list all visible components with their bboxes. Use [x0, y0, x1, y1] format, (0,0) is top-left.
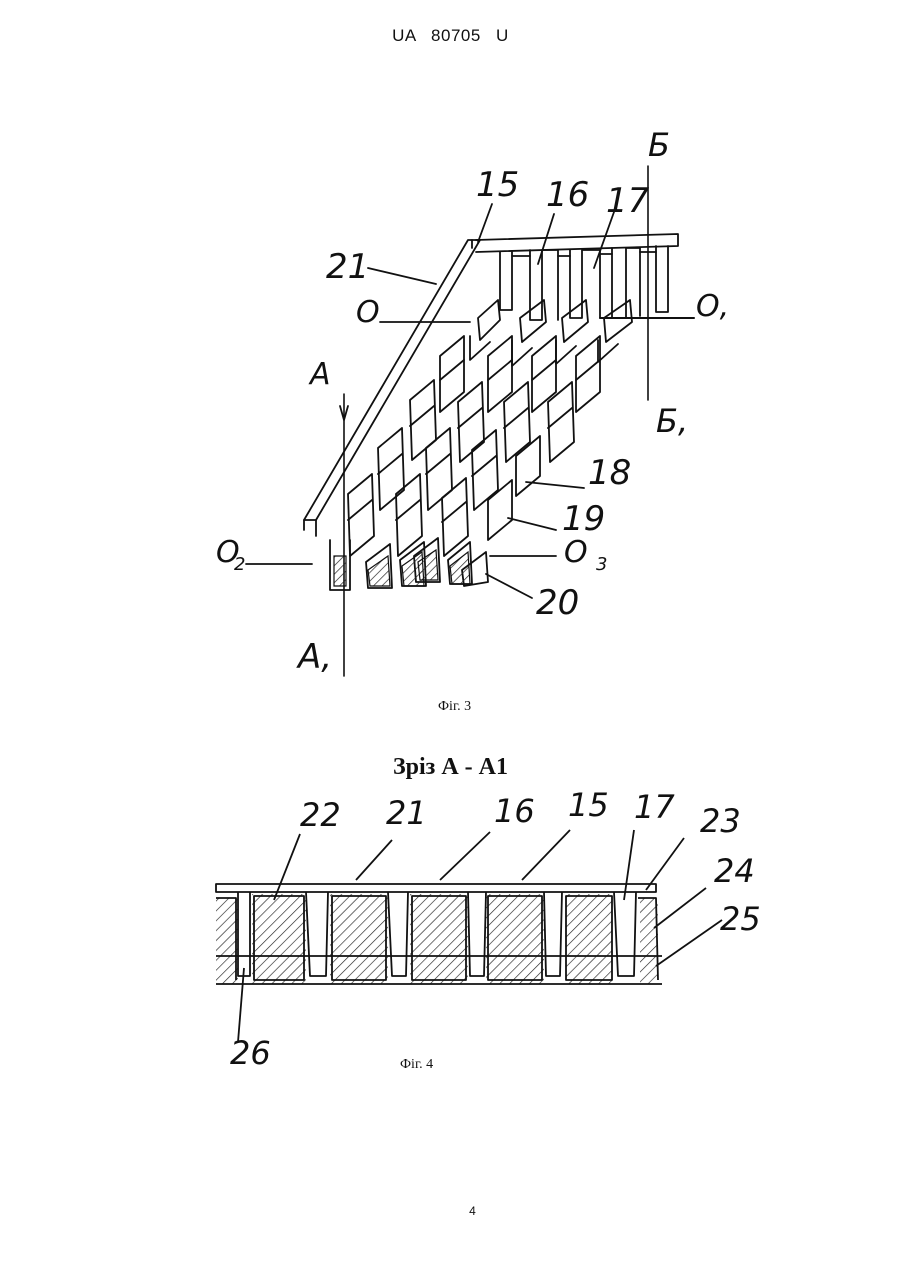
fig3-label-16: 16 — [546, 175, 589, 215]
figure-4-caption: Фіг. 4 — [400, 1057, 433, 1073]
figure-3-drawing: 15 16 17 21 Б Б, О О, А А, О 2 О 3 18 19… — [0, 0, 901, 700]
fig3-label-21: 21 — [326, 247, 369, 287]
fig4-label-16: 16 — [494, 792, 535, 830]
fig4-label-17: 17 — [634, 788, 675, 826]
figure-3-caption: Фіг. 3 — [438, 699, 471, 715]
section-title: Зріз А - А1 — [0, 754, 901, 781]
fig4-label-26: 26 — [230, 1034, 271, 1072]
fig3-label-15: 15 — [476, 165, 519, 205]
fig4-label-21: 21 — [386, 794, 427, 832]
fig3-label-o3-sub: 3 — [596, 554, 607, 575]
fig3-label-o1: О, — [696, 289, 729, 324]
fig3-label-a1: А, — [296, 637, 332, 677]
fig3-label-a: А — [308, 357, 331, 392]
fig3-label-b: Б — [648, 126, 670, 164]
fig3-label-20: 20 — [536, 583, 579, 623]
fig3-label-o3: О — [564, 535, 588, 570]
fig3-label-o: О — [356, 295, 380, 330]
fig3-label-o2-sub: 2 — [234, 554, 245, 575]
page-number: 4 — [0, 1204, 901, 1218]
fig3-label-18: 18 — [588, 453, 631, 493]
figure-4-drawing: 22 21 16 15 17 23 24 25 26 — [0, 780, 901, 1080]
fig4-label-22: 22 — [300, 796, 341, 834]
fig3-label-b1: Б, — [656, 402, 688, 440]
fig3-label-17: 17 — [606, 181, 650, 221]
fig4-label-25: 25 — [720, 900, 761, 938]
fig4-label-24: 24 — [714, 852, 755, 890]
fig4-label-23: 23 — [700, 802, 741, 840]
fig3-label-19: 19 — [562, 499, 605, 539]
fig4-label-15: 15 — [568, 786, 609, 824]
